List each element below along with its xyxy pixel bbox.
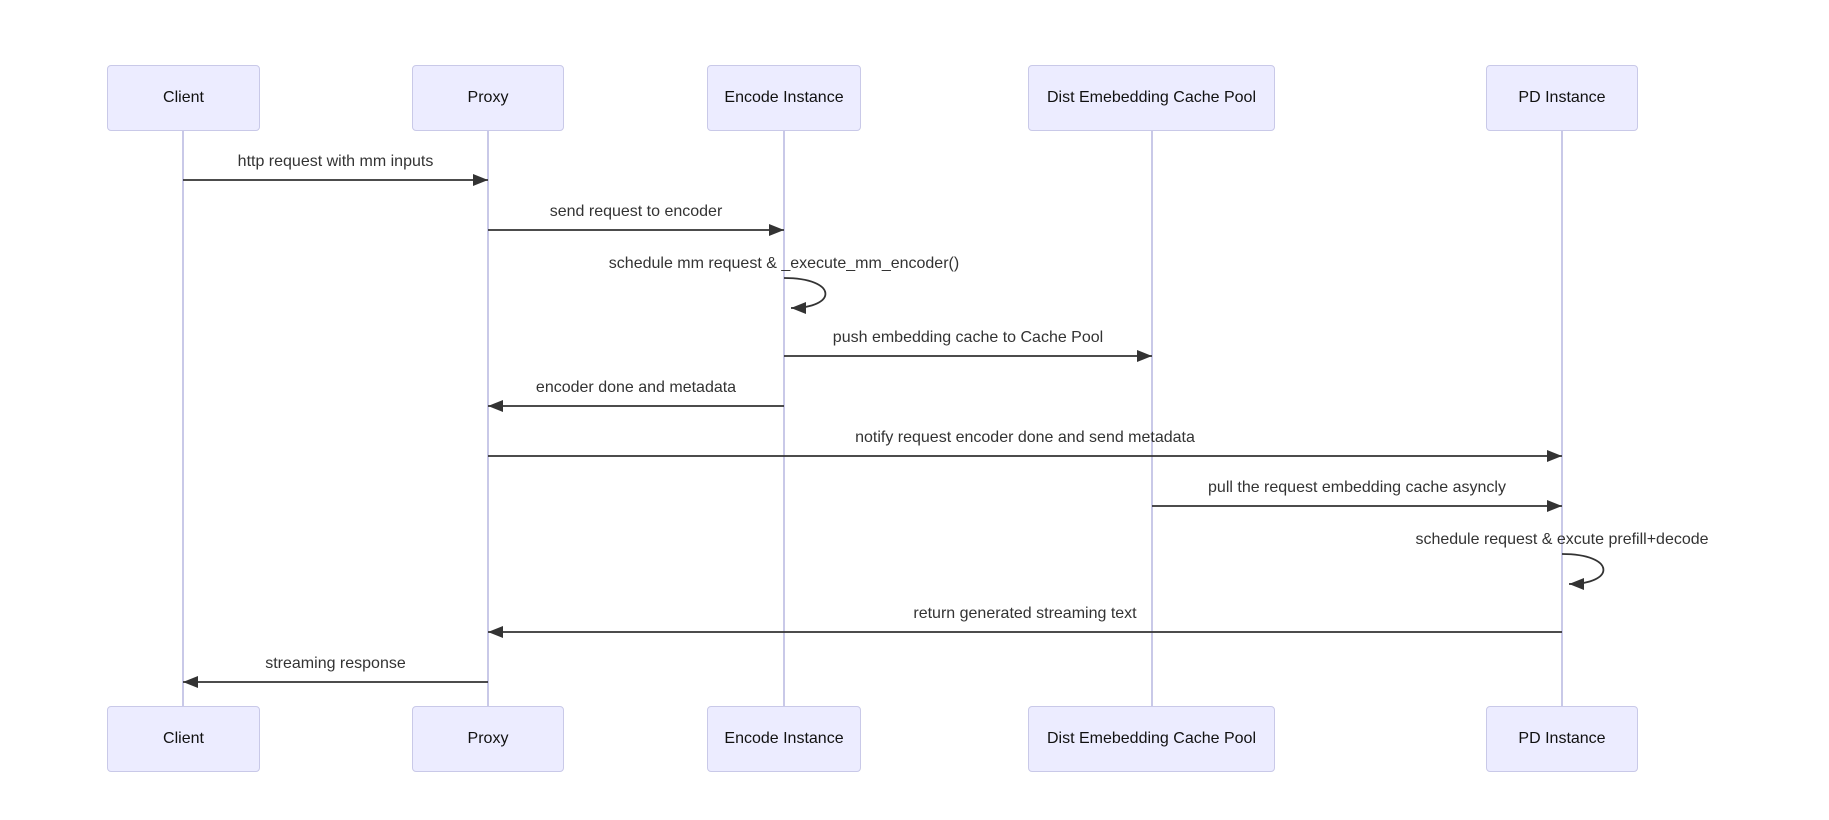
lifeline-encode-instance <box>783 131 785 706</box>
actor-proxy-top: Proxy <box>412 65 564 131</box>
actor-client-bottom: Client <box>107 706 260 772</box>
actor-pd-instance-bottom: PD Instance <box>1486 706 1638 772</box>
lifeline-proxy <box>487 131 489 706</box>
lifeline-client <box>182 131 184 706</box>
message-self-loop-8 <box>1561 553 1605 590</box>
actor-encode-instance-bottom: Encode Instance <box>707 706 861 772</box>
lifeline-dist-embedding-cache-pool <box>1151 131 1153 706</box>
actor-pd-instance-top: PD Instance <box>1486 65 1638 131</box>
actor-client-top: Client <box>107 65 260 131</box>
actor-encode-instance-top: Encode Instance <box>707 65 861 131</box>
message-self-loop-3 <box>783 277 827 314</box>
actor-dist-embedding-cache-pool-top: Dist Emebedding Cache Pool <box>1028 65 1275 131</box>
actor-dist-embedding-cache-pool-bottom: Dist Emebedding Cache Pool <box>1028 706 1275 772</box>
actor-proxy-bottom: Proxy <box>412 706 564 772</box>
lifeline-pd-instance <box>1561 131 1563 706</box>
